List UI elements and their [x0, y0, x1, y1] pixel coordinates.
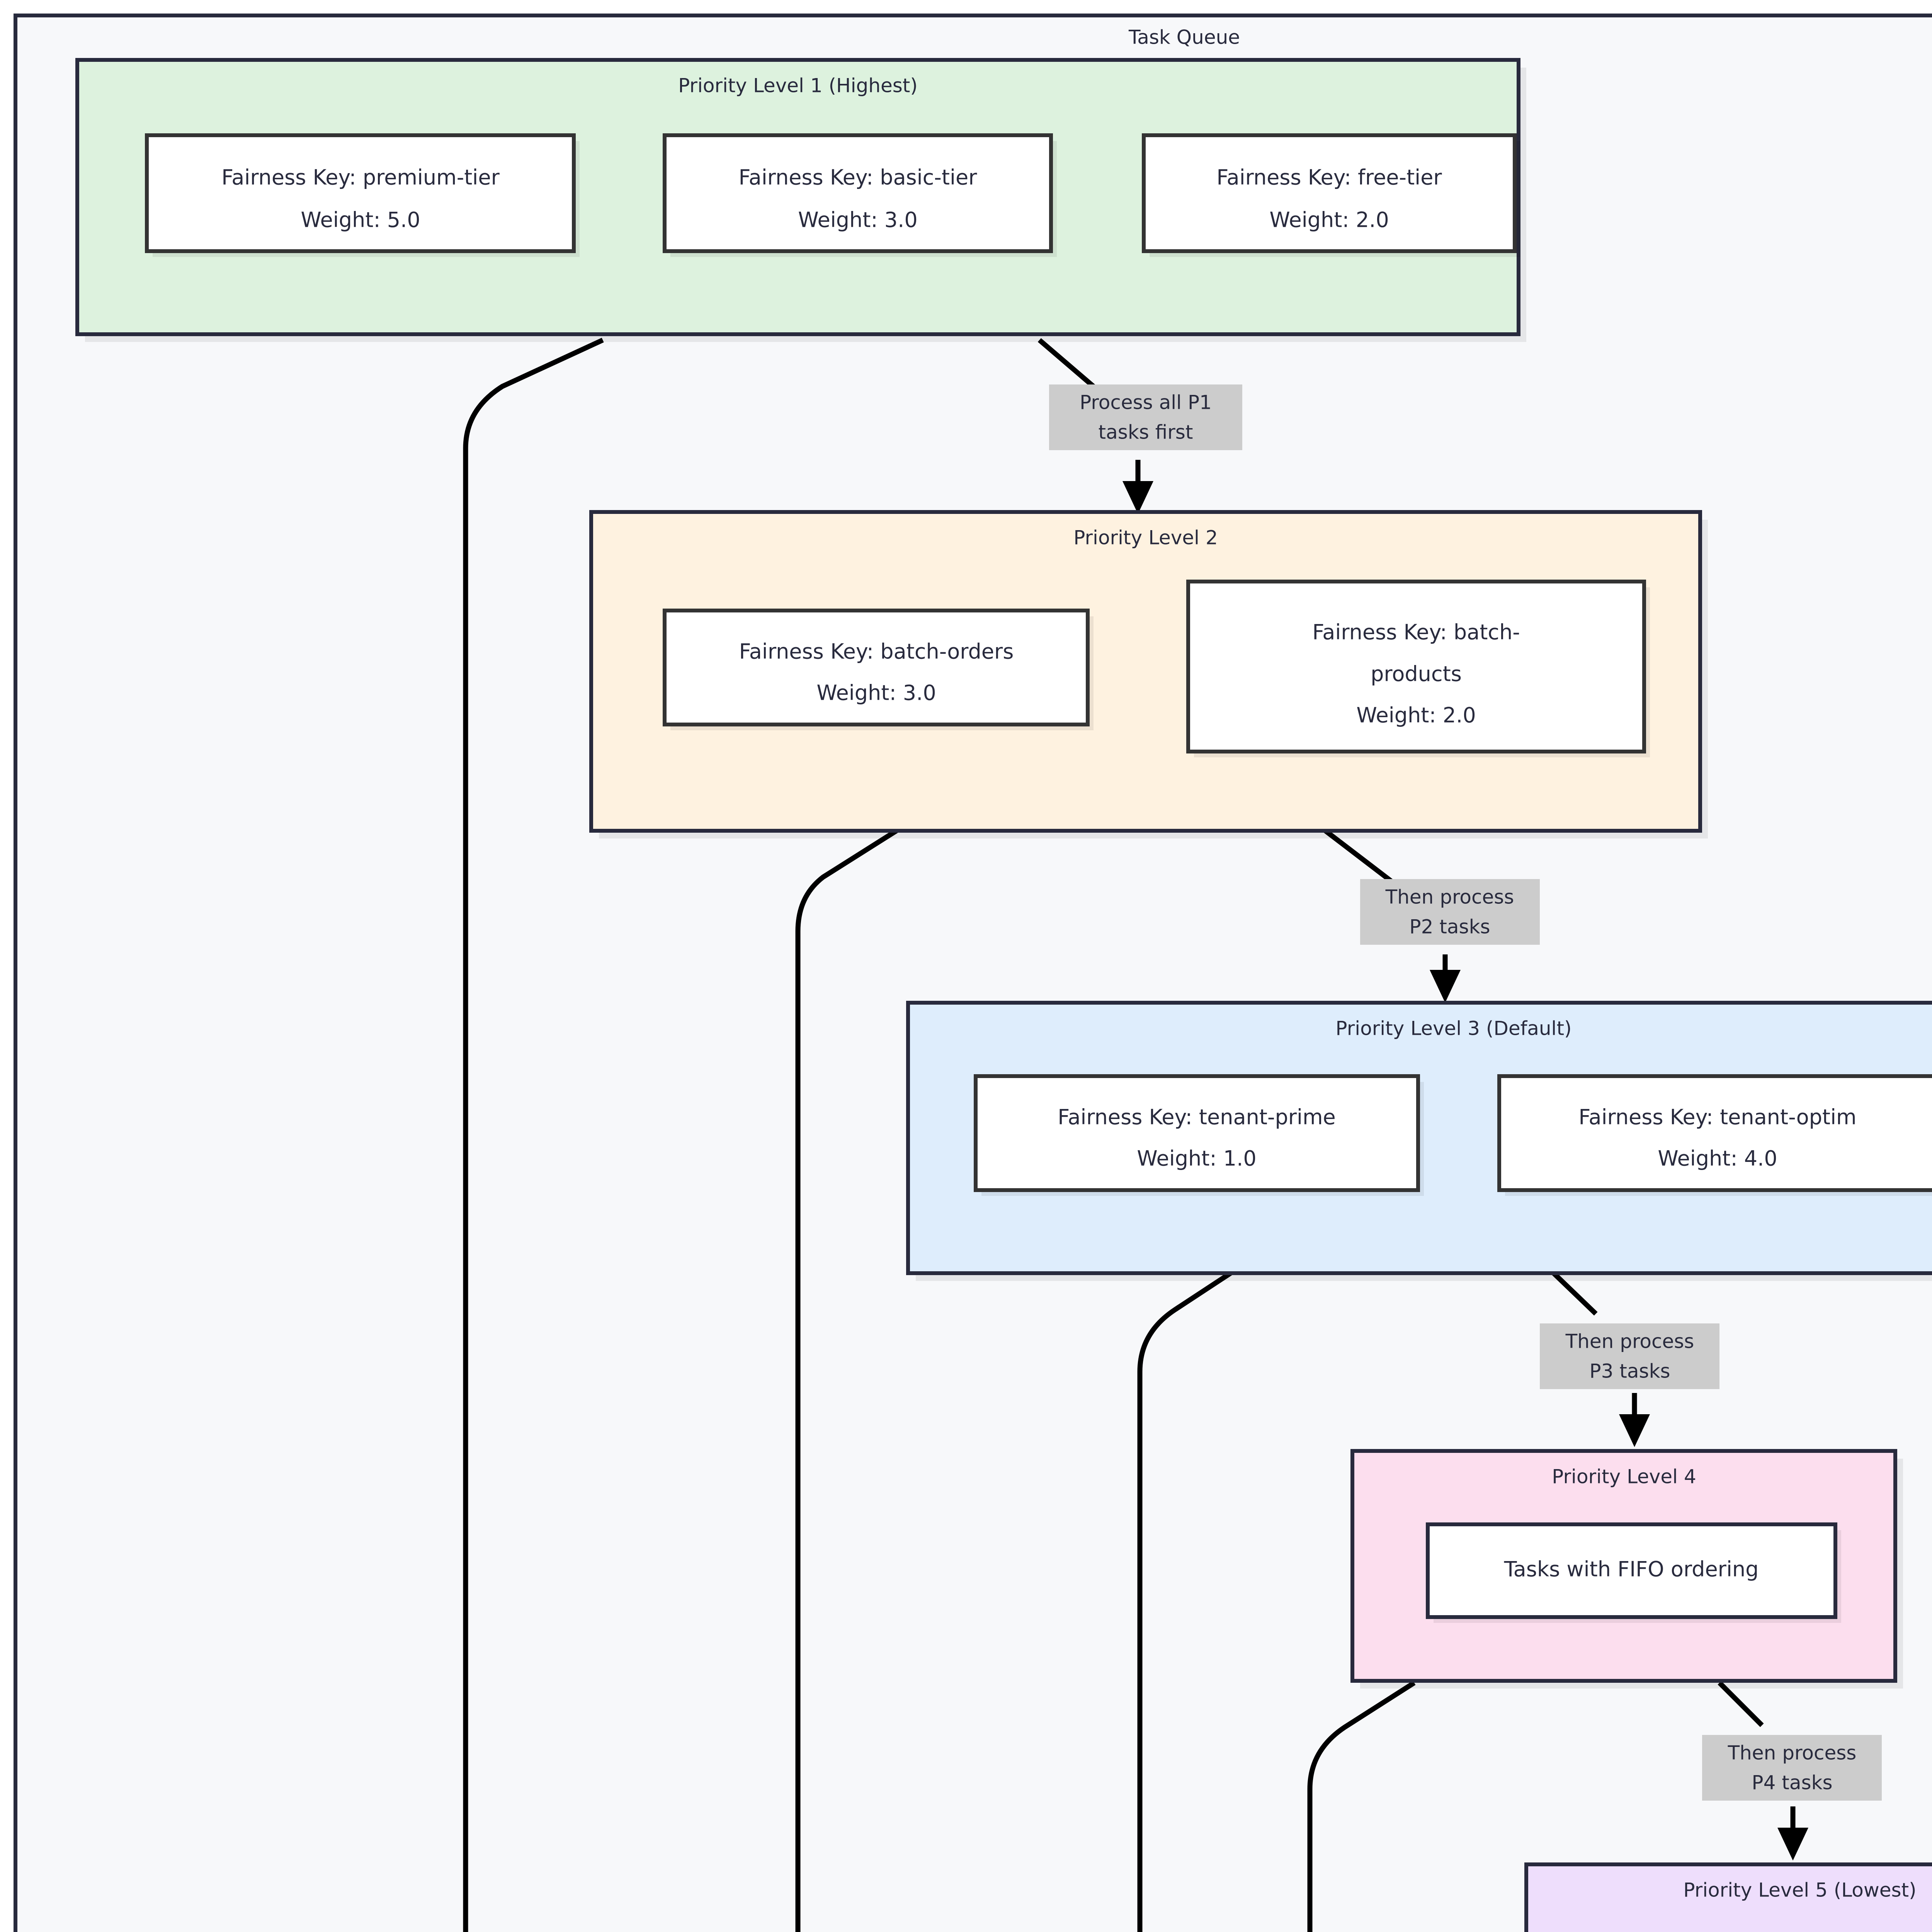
- node-p4-fifo-line1: Tasks with FIFO ordering: [1504, 1557, 1759, 1582]
- edge-label-p4-p5-line1: Then process: [1728, 1742, 1857, 1764]
- cluster-priority-level-3: Priority Level 3 (Default) Fairness Key:…: [906, 1001, 1932, 1281]
- node-p3-optim-rect[interactable]: [1497, 1074, 1932, 1192]
- node-p1-premium-tier[interactable]: Fairness Key: premium-tier Weight: 5.0: [145, 133, 580, 257]
- edge-label-p2-p3: Then process P2 tasks: [1360, 879, 1540, 945]
- cluster-p5-rect: [1524, 1862, 1932, 1932]
- node-p2-products-line3: Weight: 2.0: [1356, 703, 1476, 728]
- cluster-priority-level-2: Priority Level 2 Fairness Key: batch-ord…: [589, 510, 1708, 838]
- node-p2-orders-rect[interactable]: [663, 609, 1090, 726]
- node-p1-premium-line1: Fairness Key: premium-tier: [221, 165, 500, 190]
- node-p1-basic-line1: Fairness Key: basic-tier: [739, 165, 978, 190]
- cluster-priority-level-1: Priority Level 1 (Highest) Fairness Key:…: [75, 58, 1526, 342]
- edge-label-p2-p3-line1: Then process: [1385, 886, 1514, 908]
- edge-p2-to-workers: [795, 828, 898, 1932]
- arrowhead-p4-p5: [1777, 1828, 1808, 1861]
- node-p1-free-line2: Weight: 2.0: [1269, 208, 1389, 232]
- edge-p1-to-workers: [463, 338, 604, 1932]
- edge-label-p1-p2-bg: [1049, 384, 1242, 450]
- edge-label-p1-p2: Process all P1 tasks first: [1049, 384, 1242, 450]
- node-p4-fifo[interactable]: Tasks with FIFO ordering: [1426, 1522, 1841, 1623]
- edge-p4-to-workers: [1307, 1680, 1416, 1932]
- edge-label-p4-p5: Then process P4 tasks: [1702, 1735, 1882, 1801]
- cluster-priority-level-4: Priority Level 4 Tasks with FIFO orderin…: [1350, 1449, 1903, 1689]
- edge-label-p3-p4-bg: [1540, 1323, 1719, 1389]
- node-p3-tenant-optim[interactable]: Fairness Key: tenant-optim Weight: 4.0: [1497, 1074, 1932, 1196]
- cluster-p2-title: Priority Level 2: [1073, 527, 1218, 549]
- node-p4-fifo-rect[interactable]: [1426, 1522, 1837, 1619]
- node-p2-products-line1: Fairness Key: batch-: [1312, 620, 1520, 645]
- cluster-p1-title: Priority Level 1 (Highest): [678, 75, 918, 97]
- edge-label-p4-p5-bg: [1702, 1735, 1882, 1801]
- edge-label-p4-p5-line2: P4 tasks: [1752, 1772, 1832, 1794]
- node-p1-premium-line2: Weight: 5.0: [301, 208, 420, 232]
- edge-label-p2-p3-line2: P2 tasks: [1409, 916, 1490, 938]
- node-p2-batch-orders[interactable]: Fairness Key: batch-orders Weight: 3.0: [663, 609, 1094, 730]
- node-p3-optim-line2: Weight: 4.0: [1658, 1146, 1777, 1171]
- node-p2-orders-line1: Fairness Key: batch-orders: [739, 639, 1014, 664]
- arrowhead-p2-p3: [1430, 970, 1461, 1003]
- node-p2-products-line2: products: [1371, 662, 1462, 686]
- outer-container-title: Task Queue: [1128, 26, 1240, 49]
- edge-p1-to-p2: [1037, 338, 1095, 388]
- node-p3-prime-line2: Weight: 1.0: [1137, 1146, 1256, 1171]
- node-p2-orders-line2: Weight: 3.0: [816, 681, 936, 705]
- cluster-p4-title: Priority Level 4: [1552, 1466, 1696, 1488]
- edge-group: [463, 338, 1808, 1932]
- node-p1-free-rect[interactable]: [1142, 133, 1517, 253]
- cluster-p3-title: Priority Level 3 (Default): [1335, 1017, 1571, 1040]
- node-p3-tenant-prime[interactable]: Fairness Key: tenant-prime Weight: 1.0: [974, 1074, 1424, 1196]
- node-p1-basic-rect[interactable]: [663, 133, 1053, 253]
- edge-p4-to-p5: [1718, 1681, 1764, 1727]
- node-p1-free-line1: Fairness Key: free-tier: [1216, 165, 1442, 190]
- node-p3-optim-line1: Fairness Key: tenant-optim: [1578, 1105, 1856, 1129]
- node-p2-products-rect[interactable]: [1186, 580, 1646, 753]
- cluster-p5-title: Priority Level 5 (Lowest): [1683, 1879, 1916, 1901]
- node-p1-basic-tier[interactable]: Fairness Key: basic-tier Weight: 3.0: [663, 133, 1057, 257]
- cluster-priority-level-5: Priority Level 5 (Lowest) Tasks with FIF…: [1524, 1862, 1932, 1932]
- arrowhead-p3-p4: [1619, 1414, 1650, 1447]
- node-p1-free-tier[interactable]: Fairness Key: free-tier Weight: 2.0: [1142, 133, 1520, 257]
- edge-label-p3-p4-line1: Then process: [1565, 1330, 1694, 1353]
- edge-label-p2-p3-bg: [1360, 879, 1540, 945]
- node-p3-prime-line1: Fairness Key: tenant-prime: [1058, 1105, 1336, 1129]
- edge-label-p1-p2-line2: tasks first: [1099, 421, 1193, 444]
- edge-label-p3-p4-line2: P3 tasks: [1589, 1360, 1670, 1383]
- edge-p3-to-workers: [1137, 1263, 1244, 1932]
- edge-label-p1-p2-line1: Process all P1: [1080, 391, 1212, 414]
- node-p2-batch-products[interactable]: Fairness Key: batch- products Weight: 2.…: [1186, 580, 1650, 757]
- arrowhead-p1-p2: [1122, 481, 1153, 514]
- node-p3-prime-rect[interactable]: [974, 1074, 1420, 1192]
- node-p1-basic-line2: Weight: 3.0: [798, 208, 917, 232]
- edge-p2-to-p3: [1324, 828, 1393, 883]
- edge-label-p3-p4: Then process P3 tasks: [1540, 1323, 1719, 1389]
- node-p1-premium-rect[interactable]: [145, 133, 576, 253]
